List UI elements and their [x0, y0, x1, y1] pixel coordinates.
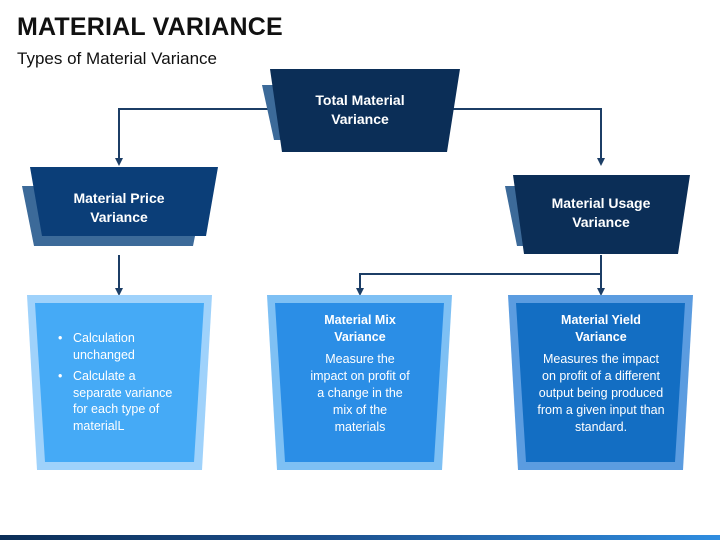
- usage-node-label: Material Usage Variance: [551, 195, 651, 230]
- mix-card-body: Measure the impact on profit of a change…: [310, 352, 410, 434]
- connector-usage-to-mix: [356, 273, 601, 296]
- price-bullet-2: Calculate a separate variance for each t…: [58, 368, 176, 434]
- yield-card-title: Material Yield Variance: [561, 313, 641, 344]
- price-node: [30, 167, 218, 236]
- price-bullet-1: Calculation unchanged: [58, 330, 176, 363]
- total-node-label: Total Material Variance: [315, 92, 405, 127]
- connector-total-to-usage: [445, 108, 605, 166]
- page-title: MATERIAL VARIANCE: [17, 13, 283, 41]
- footer-bar: [0, 535, 720, 540]
- yield-card: [516, 303, 685, 462]
- price-node-label: Material Price Variance: [73, 190, 165, 225]
- price-details-list: Calculation unchanged Calculate a separa…: [58, 330, 176, 439]
- mix-card: [275, 303, 444, 462]
- page-subtitle: Types of Material Variance: [17, 49, 217, 68]
- usage-node: [513, 175, 690, 254]
- total-node: [270, 69, 460, 152]
- mix-card-title: Material Mix Variance: [324, 313, 396, 344]
- yield-card-body: Measures the impact on profit of a diffe…: [537, 352, 665, 434]
- connector-total-to-price: [115, 108, 270, 166]
